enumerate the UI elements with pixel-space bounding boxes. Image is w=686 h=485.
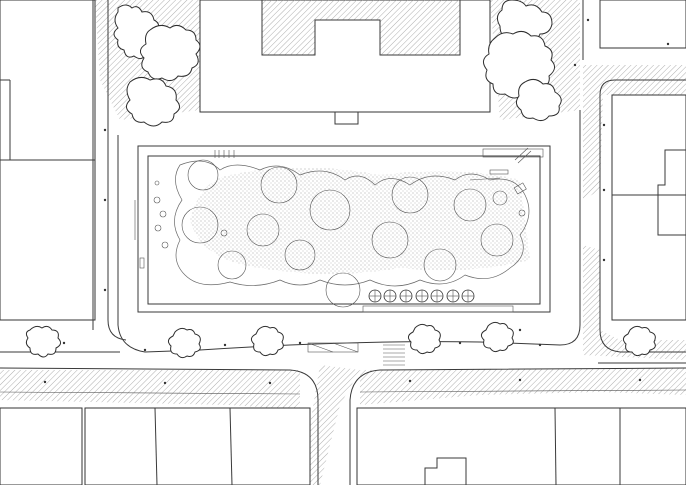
tree-cluster-north-left-lower	[126, 76, 180, 127]
tree-cluster-northeast-lower	[515, 78, 562, 122]
park-inner-path	[147, 155, 541, 305]
building-south-east	[356, 407, 686, 485]
building-east	[611, 94, 686, 321]
tree-south-3	[407, 323, 441, 355]
tree-cluster-north-left	[140, 24, 201, 82]
play-equipment	[139, 147, 532, 269]
tree-south-2	[250, 325, 284, 357]
tree-southwest	[25, 325, 62, 358]
crosswalks	[307, 342, 405, 366]
bicycle-rack	[214, 150, 235, 158]
tree-south-4	[480, 321, 514, 353]
tree-south-1	[167, 327, 201, 359]
park	[134, 145, 551, 313]
street-trees	[25, 0, 656, 359]
tree-southeast	[622, 325, 656, 357]
building-northeast	[599, 0, 686, 49]
lamp-posts	[43, 18, 670, 385]
building-south-west	[84, 407, 311, 485]
rose-bush-row	[368, 289, 475, 303]
tree-canopies	[174, 159, 530, 308]
